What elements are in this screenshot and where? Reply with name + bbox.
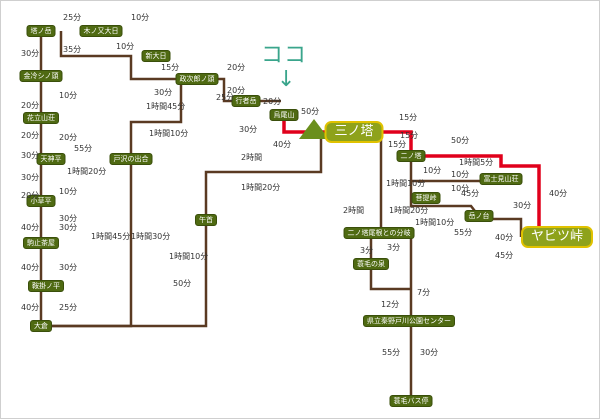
time-label: 15分 xyxy=(161,63,180,72)
time-label: 1時間20分 xyxy=(241,183,281,192)
node-fujimisanso: 富士見山荘 xyxy=(479,173,523,185)
time-label: 55分 xyxy=(382,348,401,357)
time-label: 25分 xyxy=(63,13,82,22)
time-label: 15分 xyxy=(388,140,407,149)
node-komenobuchi: 菩提峠 xyxy=(411,192,441,204)
time-label: 40分 xyxy=(21,263,40,272)
node-yabitsu: ヤビツ峠 xyxy=(520,226,594,248)
node-tenjindaira: 天神平 xyxy=(36,153,66,165)
time-label: 30分 xyxy=(513,201,532,210)
node-ninotou-bunki: 二ノ塔尾根との分岐 xyxy=(343,227,415,239)
node-umakake: 鞍掛ノ平 xyxy=(28,280,64,292)
time-label: 3分 xyxy=(387,243,401,252)
node-okura: 大倉 xyxy=(30,320,52,332)
time-label: 10分 xyxy=(116,42,135,51)
time-label: 1時間45分 xyxy=(91,232,131,241)
time-label: 10分 xyxy=(59,187,78,196)
time-label: 1時間10分 xyxy=(169,252,209,261)
time-label: 1時間10分 xyxy=(415,218,455,227)
time-label: 45分 xyxy=(461,189,480,198)
time-label: 35分 xyxy=(63,45,82,54)
time-label: 20分 xyxy=(227,86,246,95)
annotation-text: ココ xyxy=(261,43,308,68)
time-label: 30分 xyxy=(59,223,78,232)
node-kenrhisu: 県立秦野戸川公園センター xyxy=(363,315,455,327)
node-horaku: 駒止茶屋 xyxy=(23,237,59,249)
time-label: 1時間10分 xyxy=(149,129,189,138)
time-label: 10分 xyxy=(451,184,470,193)
time-label: 20分 xyxy=(263,97,282,106)
time-label: 40分 xyxy=(549,189,568,198)
node-tozawanodeai: 戸沢の出合 xyxy=(109,153,153,165)
node-hanatateyamaso: 花立山荘 xyxy=(23,112,59,124)
time-label: 30分 xyxy=(59,263,78,272)
time-label: 15分 xyxy=(399,113,418,122)
time-label: 55分 xyxy=(74,144,93,153)
time-label: 1時間20分 xyxy=(389,206,429,215)
time-label: 30分 xyxy=(21,173,40,182)
node-gosen: 午首 xyxy=(195,214,217,226)
time-label: 1時間45分 xyxy=(146,102,186,111)
time-label: 1時間5分 xyxy=(459,158,494,167)
time-label: 50分 xyxy=(451,136,470,145)
minoke-route xyxy=(369,233,411,291)
node-toonodake: 塔ノ岳 xyxy=(26,25,56,37)
time-label: 30分 xyxy=(239,125,258,134)
node-ninotou: 二ノ塔 xyxy=(396,150,426,162)
annotation-arrow-icon: ↓ xyxy=(277,67,296,92)
time-label: 20分 xyxy=(227,63,246,72)
time-label: 40分 xyxy=(495,233,514,242)
time-label: 1時間30分 xyxy=(131,232,171,241)
time-label: 50分 xyxy=(301,107,320,116)
time-label: 12分 xyxy=(381,300,400,309)
time-label: 2時間 xyxy=(241,153,263,162)
time-label: 30分 xyxy=(154,88,173,97)
time-label: 15分 xyxy=(400,131,419,140)
node-shinohi: 新大日 xyxy=(141,50,171,62)
time-label: 55分 xyxy=(454,228,473,237)
okura-route xyxy=(41,132,323,328)
time-label: 25分 xyxy=(59,303,78,312)
time-label: 3分 xyxy=(360,246,374,255)
time-label: 30分 xyxy=(21,49,40,58)
node-minokebus: 蓑毛バス停 xyxy=(389,395,433,407)
time-label: 7分 xyxy=(417,288,431,297)
node-kokusadaira: 小草平 xyxy=(26,195,56,207)
node-minosetoyu: 蓑毛の泉 xyxy=(353,258,389,270)
node-danoki: 岳ノ台 xyxy=(464,210,494,222)
time-label: 20分 xyxy=(21,191,40,200)
node-sannotou: 三ノ塔 xyxy=(324,121,384,143)
time-label: 40分 xyxy=(273,140,292,149)
time-label: 30分 xyxy=(21,151,40,160)
node-gyojagatake: 行者岳 xyxy=(231,95,261,107)
time-label: 30分 xyxy=(420,348,439,357)
time-label: 10分 xyxy=(59,91,78,100)
time-label: 2時間 xyxy=(343,206,365,215)
time-label: 40分 xyxy=(21,223,40,232)
time-label: 1時間10分 xyxy=(386,179,426,188)
node-kinomatadaihi: 木ノ又大日 xyxy=(79,25,123,37)
time-label: 45分 xyxy=(495,251,514,260)
time-label: 20分 xyxy=(21,101,40,110)
time-label: 40分 xyxy=(21,303,40,312)
time-label: 10分 xyxy=(451,170,470,179)
time-label: 20分 xyxy=(21,131,40,140)
time-label: 30分 xyxy=(59,214,78,223)
time-label: 50分 xyxy=(173,279,192,288)
time-label: 25分 xyxy=(216,93,235,102)
node-karasuoyama: 烏尾山 xyxy=(269,109,299,121)
node-seijiroushita: 政次郎ノ頭 xyxy=(175,73,219,85)
time-label: 20分 xyxy=(59,133,78,142)
time-label: 10分 xyxy=(131,13,150,22)
mountain-icon xyxy=(299,119,329,139)
time-label: 1時間20分 xyxy=(67,167,107,176)
time-label: 10分 xyxy=(423,166,442,175)
node-kanareisuone: 金冷シノ頭 xyxy=(19,70,63,82)
